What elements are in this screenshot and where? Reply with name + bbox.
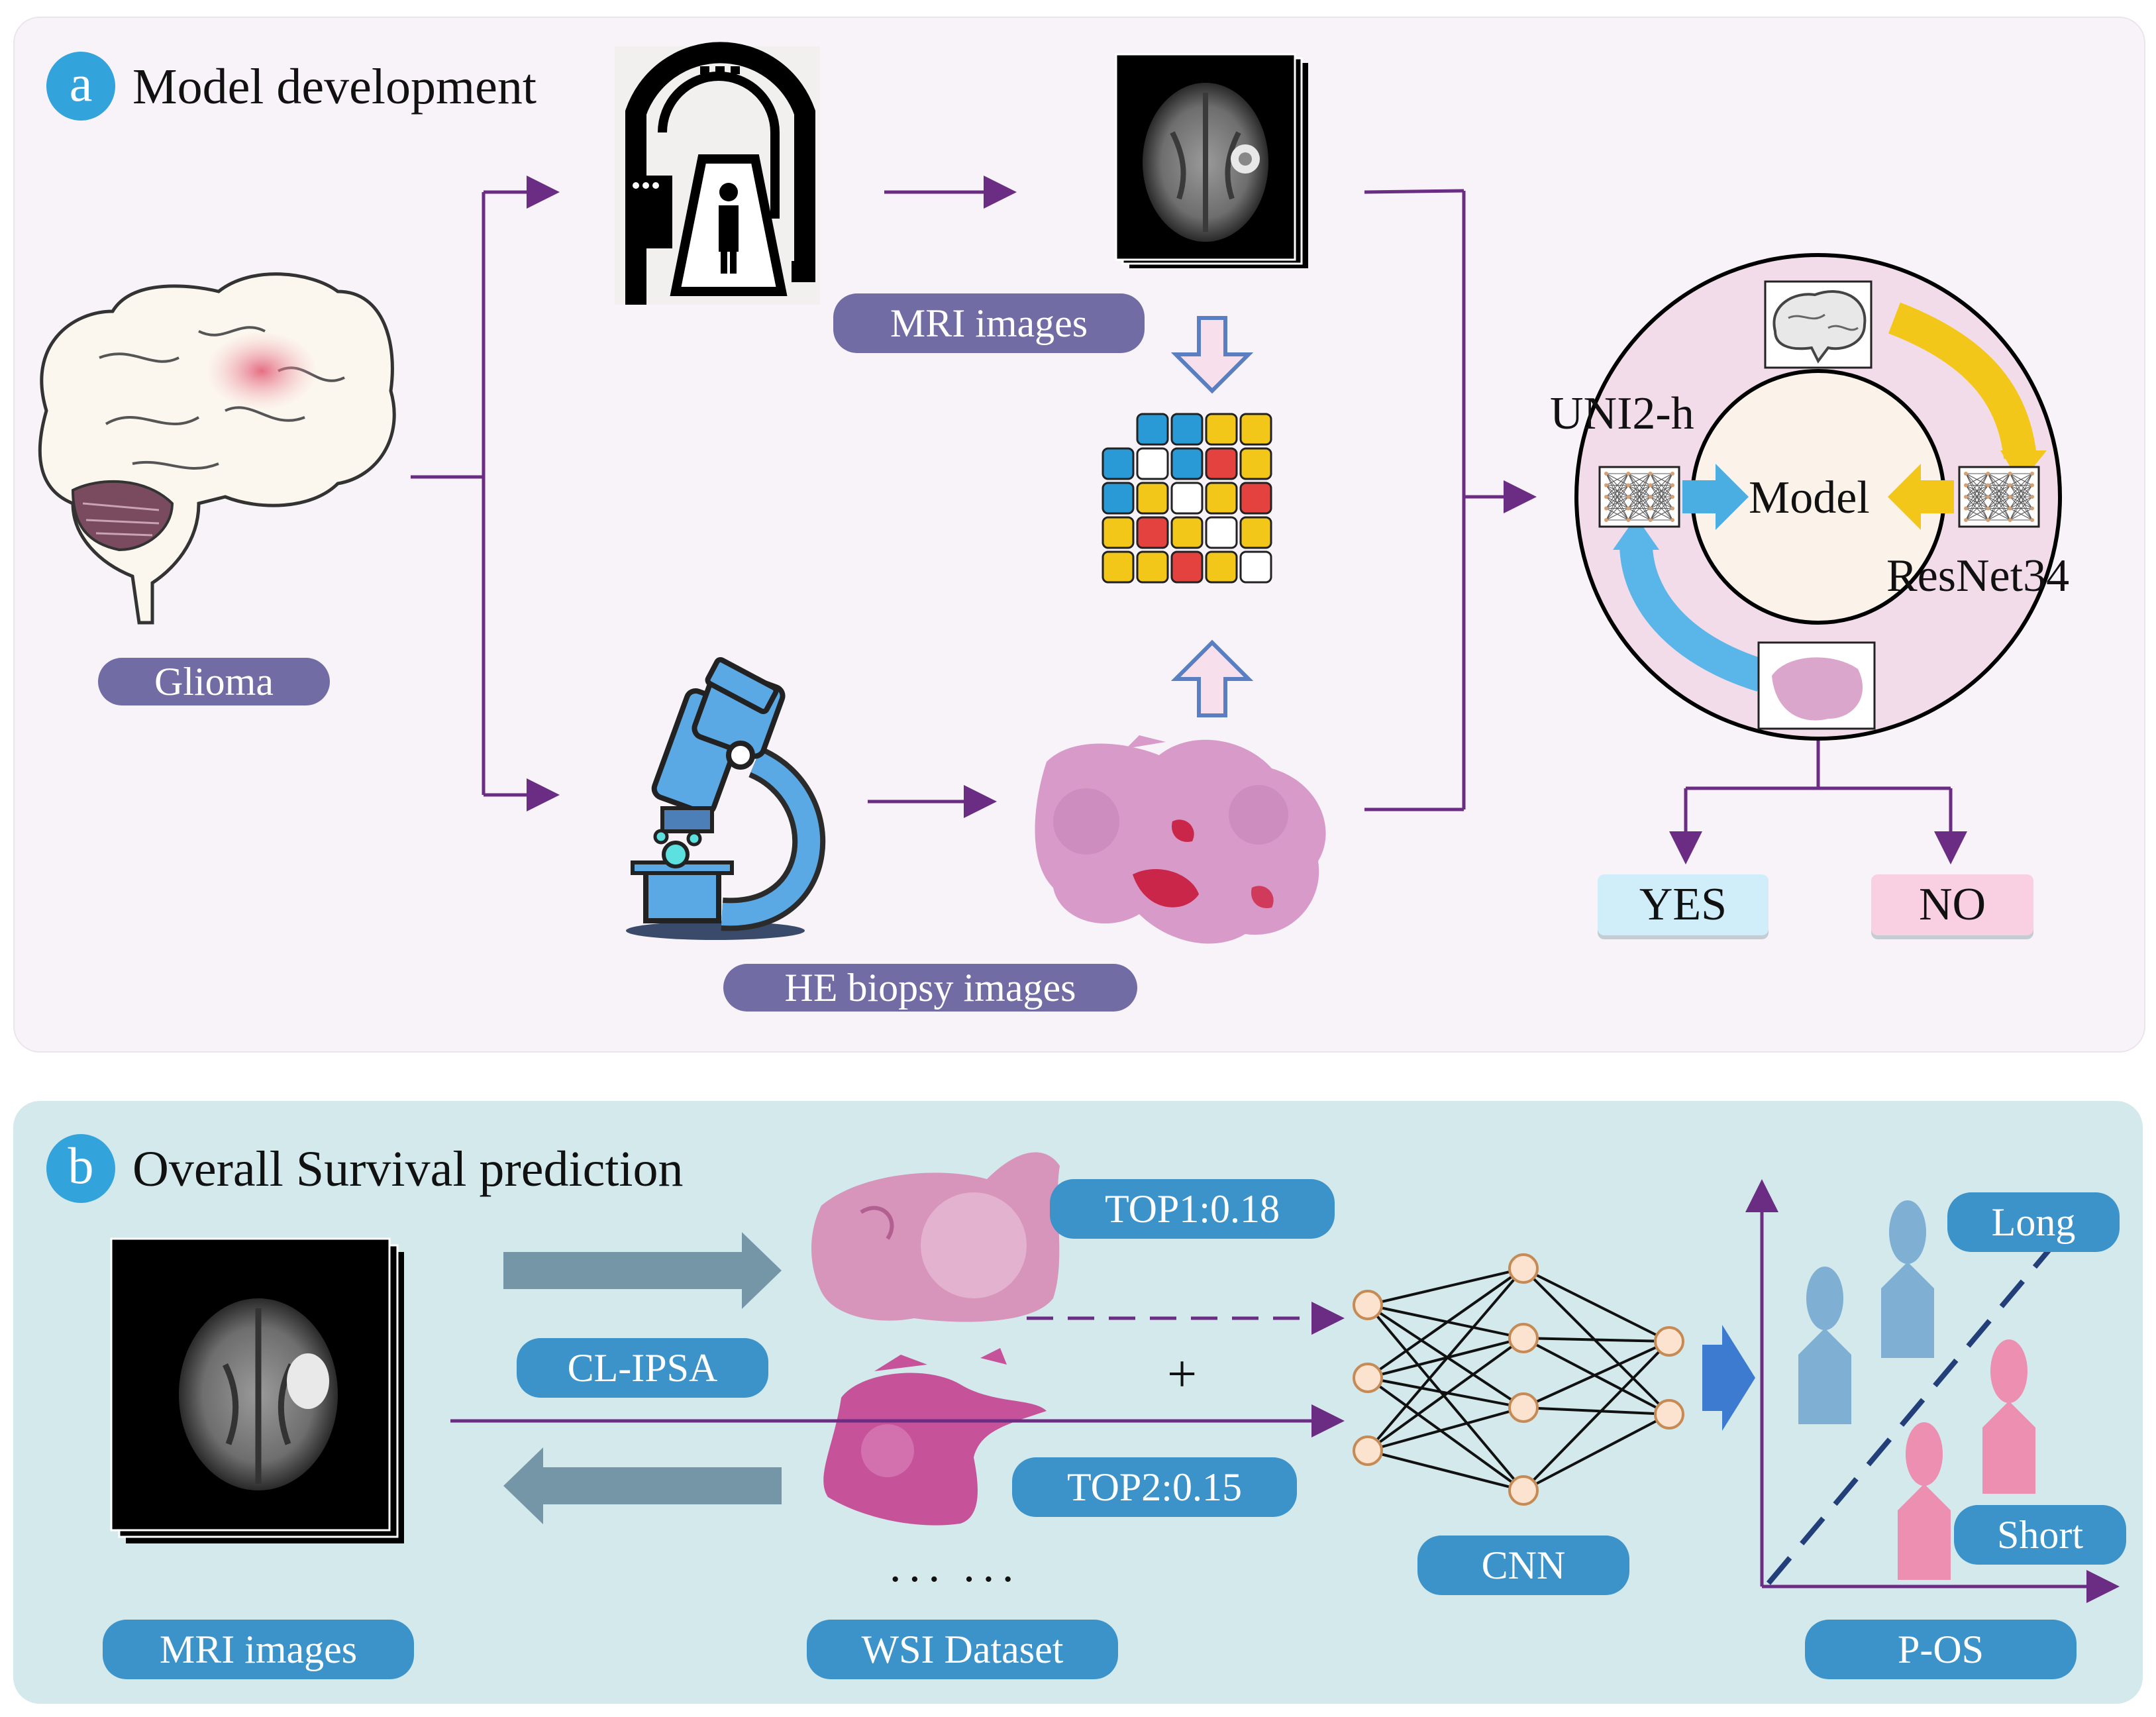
cnn-output-arrow bbox=[1702, 1325, 1755, 1431]
person-icon bbox=[1982, 1339, 2035, 1494]
panel-b-heading: Overall Survival prediction bbox=[132, 1141, 684, 1197]
feature-tile bbox=[1136, 550, 1169, 584]
neural-net-icon bbox=[1598, 466, 2040, 528]
feature-tile bbox=[1102, 447, 1135, 480]
flow-lines bbox=[450, 1179, 2120, 1603]
panel-b-badge: b bbox=[46, 1134, 115, 1203]
feature-tile bbox=[1205, 516, 1238, 549]
more-slides-ellipsis: ··· ··· bbox=[888, 1554, 1020, 1605]
cnn-node bbox=[1508, 1253, 1539, 1284]
tissue-slide-icon bbox=[1757, 641, 1876, 730]
feature-tile bbox=[1205, 413, 1238, 446]
survival-diagonal bbox=[1766, 1204, 2089, 1585]
feature-tile bbox=[1239, 482, 1272, 515]
tissue-slide-icon bbox=[1035, 735, 1326, 944]
forward-block-arrow bbox=[503, 1232, 782, 1309]
hollow-arrows bbox=[1170, 316, 1254, 717]
feature-tile-grid bbox=[1102, 413, 1272, 584]
mri-images-label: MRI images bbox=[833, 293, 1145, 353]
cnn-node bbox=[1654, 1326, 1684, 1357]
feature-tile bbox=[1239, 447, 1272, 480]
yes-label: YES bbox=[1598, 874, 1769, 935]
cl-ipsa-label: CL-IPSA bbox=[517, 1338, 768, 1398]
top2-label: TOP2:0.15 bbox=[1012, 1457, 1297, 1517]
feature-tile bbox=[1136, 516, 1169, 549]
neural-net-icon bbox=[1353, 1253, 1684, 1506]
feature-tile bbox=[1205, 447, 1238, 480]
feature-tile bbox=[1102, 516, 1135, 549]
resnet34-label: ResNet34 bbox=[1886, 550, 2070, 601]
uni2h-label: UNI2-h bbox=[1550, 388, 1694, 439]
no-label: NO bbox=[1871, 874, 2033, 935]
model-label: Model bbox=[1749, 472, 1870, 523]
person-icon bbox=[1881, 1200, 1934, 1358]
feature-tile bbox=[1170, 413, 1204, 446]
p-os-label: P-OS bbox=[1805, 1620, 2077, 1679]
cnn-node bbox=[1353, 1435, 1383, 1466]
cnn-label: CNN bbox=[1417, 1535, 1629, 1595]
model-ring bbox=[1574, 253, 2062, 741]
brain-scan-icon bbox=[110, 1237, 404, 1543]
person-icon bbox=[1898, 1422, 1951, 1580]
person-icon bbox=[1798, 1267, 1851, 1424]
back-block-arrow bbox=[503, 1447, 782, 1524]
feature-tile bbox=[1136, 447, 1169, 480]
top1-label: TOP1:0.18 bbox=[1050, 1179, 1335, 1239]
panel-a-badge: a bbox=[46, 52, 115, 121]
cnn-node bbox=[1508, 1323, 1539, 1353]
brain-icon bbox=[1764, 280, 1873, 369]
short-label: Short bbox=[1954, 1505, 2126, 1565]
brain-scan-icon bbox=[1115, 53, 1308, 268]
mri-scanner-icon bbox=[615, 42, 820, 305]
cnn-node bbox=[1508, 1392, 1539, 1423]
feature-tile bbox=[1136, 413, 1169, 446]
microscope-icon bbox=[626, 656, 826, 940]
feature-tile bbox=[1136, 482, 1169, 515]
he-biopsy-label: HE biopsy images bbox=[723, 964, 1137, 1012]
feature-tile bbox=[1170, 447, 1204, 480]
long-label: Long bbox=[1947, 1192, 2120, 1252]
cnn-node bbox=[1353, 1290, 1383, 1320]
cnn-node bbox=[1654, 1399, 1684, 1430]
mri-images-label-b: MRI images bbox=[103, 1620, 414, 1679]
feature-tile bbox=[1205, 482, 1238, 515]
feature-tile bbox=[1170, 482, 1204, 515]
glioma-label: Glioma bbox=[98, 658, 330, 705]
cnn-node bbox=[1353, 1363, 1383, 1393]
feature-tile bbox=[1102, 482, 1135, 515]
wsi-dataset-label: WSI Dataset bbox=[807, 1620, 1118, 1679]
feature-tile bbox=[1239, 413, 1272, 446]
feature-tile bbox=[1102, 550, 1135, 584]
feature-tile bbox=[1239, 516, 1272, 549]
panel-a-heading: Model development bbox=[132, 59, 537, 115]
brain-icon bbox=[38, 272, 396, 625]
feature-tile bbox=[1205, 550, 1238, 584]
branch-lines bbox=[411, 176, 1967, 864]
cnn-node bbox=[1508, 1475, 1539, 1506]
tissue-slide-icon bbox=[823, 1348, 1047, 1526]
plus-sign: + bbox=[1167, 1345, 1198, 1404]
feature-tile bbox=[1239, 550, 1272, 584]
feature-tile bbox=[1170, 550, 1204, 584]
feature-tile bbox=[1170, 516, 1204, 549]
tissue-slide-icon bbox=[811, 1152, 1060, 1322]
